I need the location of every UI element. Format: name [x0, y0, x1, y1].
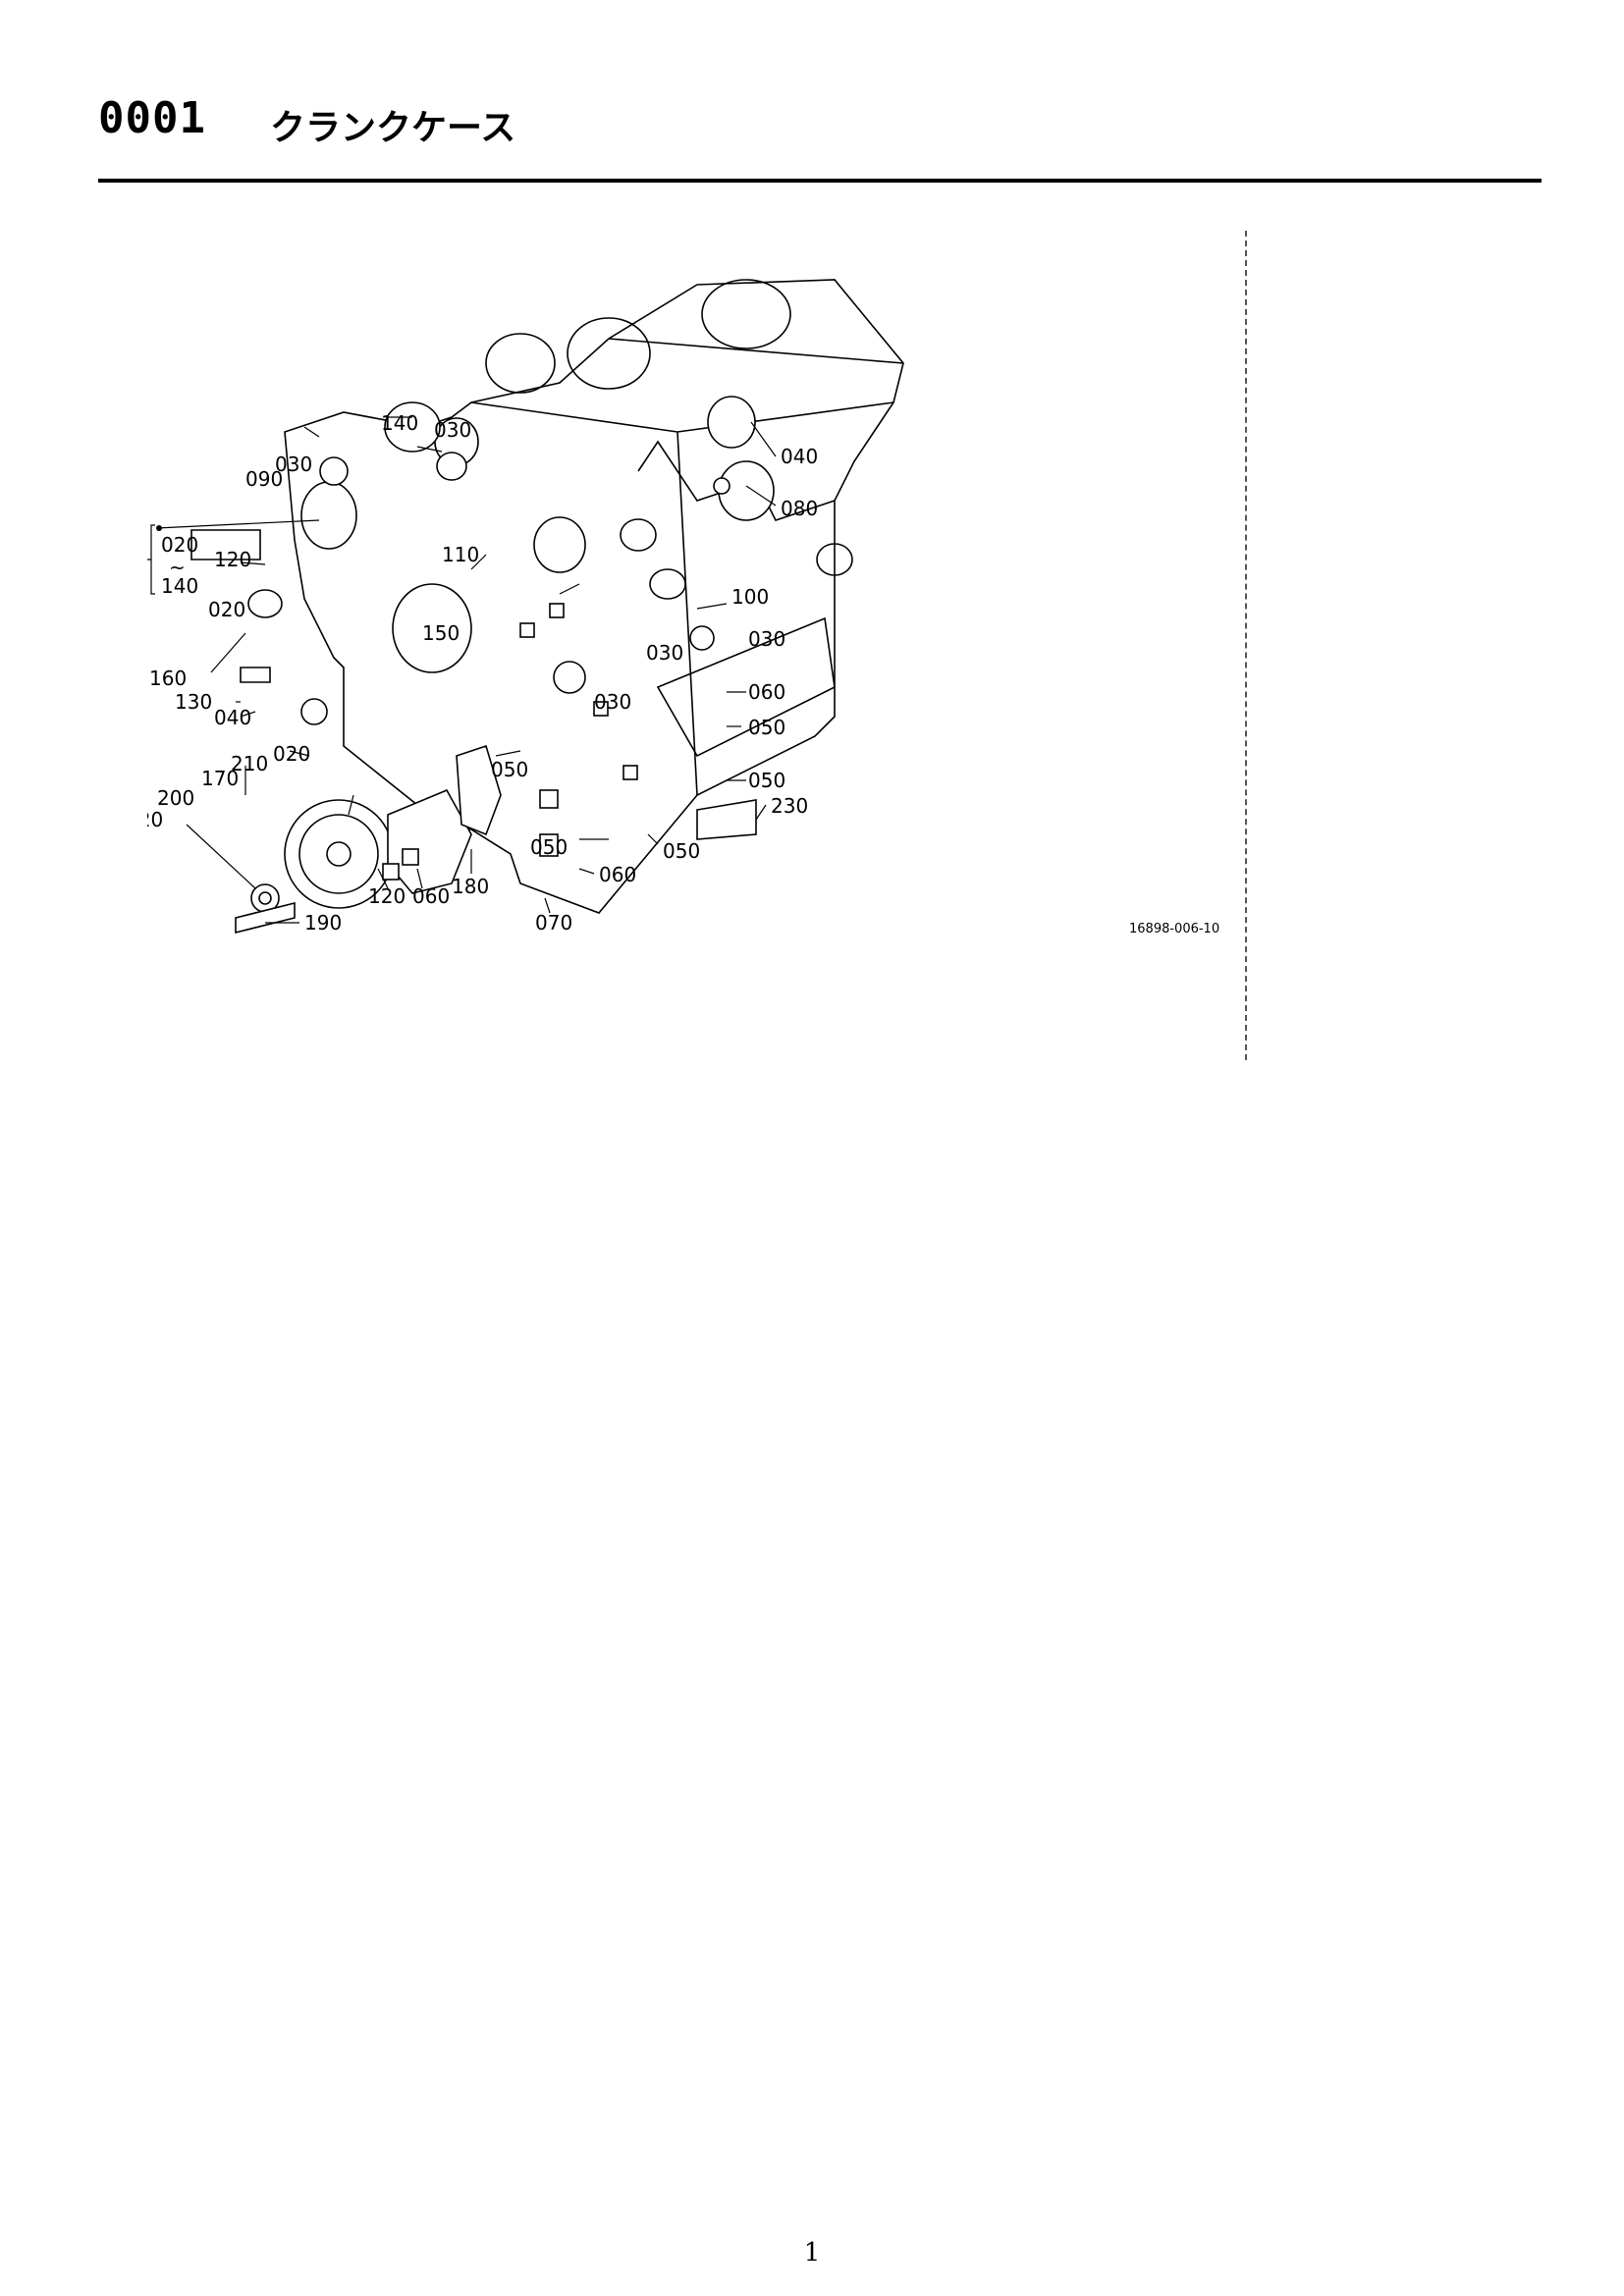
- range-tilde: ~: [169, 556, 186, 579]
- callout-labels: 140 030 030 090 040 080 120 110 100 020 …: [126, 411, 818, 934]
- callout: 060: [599, 863, 636, 886]
- callout: 040: [214, 706, 251, 729]
- callout: 050: [663, 839, 700, 863]
- range-end: 140: [161, 574, 198, 598]
- leader-lines: [186, 416, 777, 924]
- callout: 170: [201, 767, 239, 790]
- page-number: 1: [803, 2238, 821, 2268]
- callout: 220: [147, 808, 163, 831]
- callout: 090: [245, 467, 283, 491]
- callout: 190: [304, 911, 342, 934]
- callout: 200: [157, 786, 194, 810]
- callout: 120: [214, 548, 251, 571]
- callout: 020: [273, 742, 310, 766]
- callout: 050: [530, 835, 568, 859]
- callout: 030: [594, 690, 631, 714]
- callout: 050: [491, 758, 528, 781]
- callout: 020: [208, 598, 245, 621]
- callout: 140: [381, 411, 418, 435]
- oil-pump-gear: [190, 529, 757, 934]
- callout: 030: [434, 418, 471, 442]
- callout: 160: [149, 667, 187, 690]
- plugs-and-covers: [247, 396, 775, 881]
- callout: 030: [275, 453, 312, 476]
- exploded-parts-diagram: 010 020 ~ 140 140 030 030 090 040 080 12…: [96, 245, 1257, 1070]
- callout: 070: [535, 911, 572, 934]
- callout: 130: [175, 690, 212, 714]
- callout: 050: [748, 769, 785, 792]
- callout: 120: [368, 884, 406, 908]
- range-start: 020: [161, 533, 198, 557]
- drawing-id: 16898-006-10: [1129, 922, 1219, 936]
- header-rule: [98, 179, 1542, 183]
- callout: 100: [731, 585, 769, 609]
- callout: 060: [748, 680, 785, 704]
- margin-divider: [1245, 231, 1247, 1060]
- callout: 230: [771, 794, 808, 818]
- section-title: クランクケース: [270, 108, 516, 148]
- callout: 060: [412, 884, 450, 908]
- diagram-canvas: 010 020 ~ 140 140 030 030 090 040 080 12…: [96, 279, 1219, 936]
- callout: 180: [452, 875, 489, 898]
- callout: 080: [781, 497, 818, 520]
- callout: 210: [231, 752, 268, 775]
- callout: 030: [646, 641, 683, 665]
- callout: 030: [748, 627, 785, 651]
- section-number: 0001: [98, 93, 206, 143]
- callout: 050: [748, 716, 785, 739]
- callout: 150: [422, 621, 460, 645]
- callout: 040: [781, 445, 818, 468]
- callout: 110: [442, 543, 479, 566]
